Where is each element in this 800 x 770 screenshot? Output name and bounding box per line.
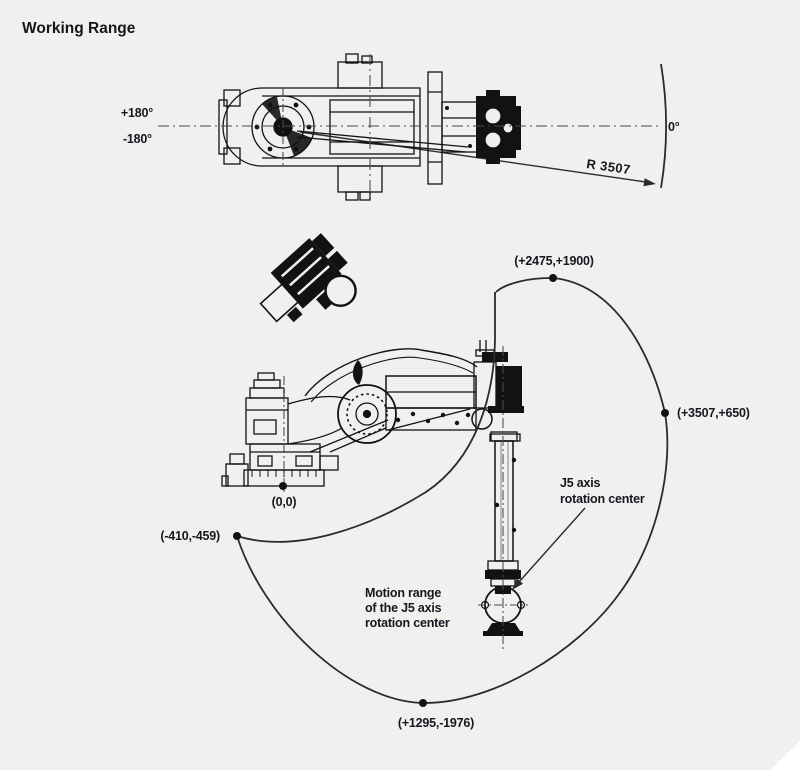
- motion-note-line1: Motion range: [365, 586, 441, 600]
- envelope-outer-curve: [236, 277, 669, 704]
- zero-angle-label: 0°: [668, 120, 680, 134]
- point-top-label: (+2475,+1900): [514, 254, 593, 268]
- j5-callout-line2: rotation center: [560, 492, 645, 506]
- top-view: +180° -180° 0° R 3507: [121, 53, 680, 201]
- rotation-plus-label: +180°: [121, 106, 153, 120]
- point-bottom-label: (+1295,-1976): [398, 716, 474, 730]
- point-right-dot: [661, 409, 669, 417]
- j5-callout-leader-line: [518, 507, 586, 583]
- origin-label: (0,0): [272, 495, 297, 509]
- envelope-inner-curve: [236, 292, 496, 543]
- point-left-dot: [233, 532, 241, 540]
- swing-range-arc: [660, 63, 667, 189]
- side-view: (+2475,+1900) (+3507,+650) (+1295,-1976)…: [160, 233, 750, 730]
- point-right-label: (+3507,+650): [677, 406, 750, 420]
- origin-dot: [279, 482, 287, 490]
- point-left-label: (-410,-459): [160, 529, 220, 543]
- page-corner-fold: [770, 741, 800, 770]
- point-top-dot: [549, 274, 557, 282]
- motion-note-line2: of the J5 axis: [365, 601, 442, 615]
- rotation-minus-label: -180°: [123, 132, 152, 146]
- motion-note-line3: rotation center: [365, 616, 450, 630]
- radius-arrowhead-icon: [643, 178, 656, 187]
- point-bottom-dot: [419, 699, 427, 707]
- wrist-detail-view: [259, 233, 357, 323]
- page-title: Working Range: [22, 20, 136, 37]
- j5-callout-line1: J5 axis: [560, 476, 601, 490]
- robot-top-view: [218, 53, 521, 201]
- robot-side-view: [221, 340, 526, 636]
- radius-leader-line: [299, 131, 647, 183]
- j5-callout-arrowhead-icon: [512, 578, 523, 590]
- radius-label: R 3507: [586, 156, 632, 177]
